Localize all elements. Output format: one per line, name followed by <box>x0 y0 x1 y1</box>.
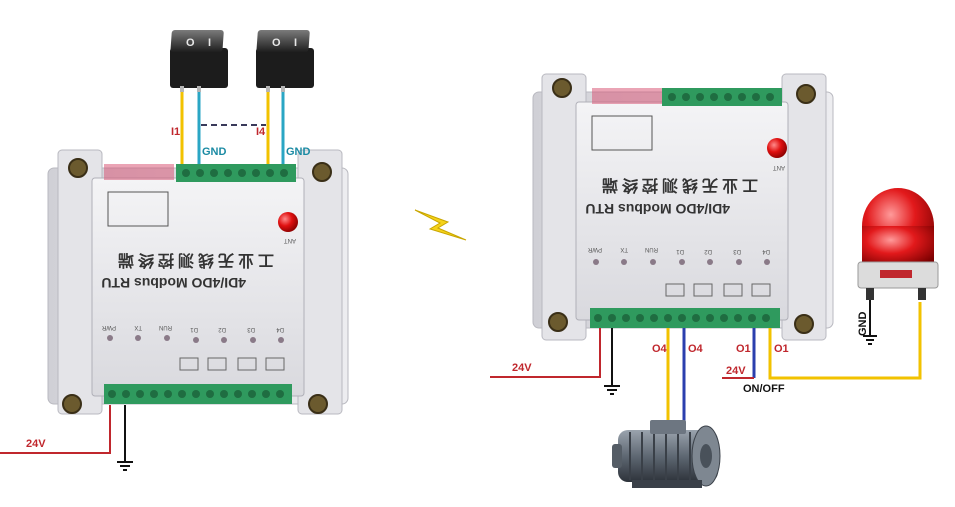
right-led-run: RUN <box>645 246 658 252</box>
left-board-title: 4DI/4DO Modbus RTU <box>101 275 246 291</box>
left-24v-wire <box>0 405 111 454</box>
right-led-d3: D3 <box>733 248 741 254</box>
beacon-gnd-label: GND <box>857 312 869 337</box>
right-board-title: 4DI/4DO Modbus RTU <box>585 201 730 217</box>
right-led-pwr: PWR <box>587 246 602 252</box>
right-led-d2: D2 <box>704 248 712 254</box>
wireless-link-icon <box>414 209 467 241</box>
right-enclosure: 4DI/4DO Modbus RTU 工业无线测控终端 ANT PWR TX R… <box>532 73 834 341</box>
o4-label-b: O4 <box>688 343 704 355</box>
o1-yellow-wire <box>768 302 922 380</box>
right-led-tx: TX <box>620 246 628 252</box>
beacon-ground-icon <box>863 335 877 345</box>
left-input-wires <box>180 88 285 170</box>
right-24v-wire <box>490 328 601 378</box>
on-off-label: ON/OFF <box>743 383 785 395</box>
left-ground-icon <box>117 461 133 471</box>
left-antenna <box>278 212 298 232</box>
left-module: O I O I <box>0 30 349 471</box>
right-led-d4: D4 <box>762 248 770 254</box>
left-dip-switch <box>104 164 174 180</box>
left-enclosure: 4DI/4DO Modbus RTU 工业无线测控终端 ANT PWR TX R… <box>47 149 349 415</box>
left-led-row <box>107 335 284 343</box>
i4-label: I4 <box>256 126 266 138</box>
right-ground-icon <box>604 385 620 395</box>
right-antenna-label: ANT <box>773 164 785 170</box>
right-led-row <box>593 259 770 265</box>
left-antenna-label: ANT <box>284 237 296 243</box>
o1-label-b: O1 <box>774 343 789 355</box>
gnd-label-1: GND <box>202 146 227 158</box>
o1-label-a: O1 <box>736 343 751 355</box>
o1-24v-label: 24V <box>726 365 746 377</box>
left-led-run: RUN <box>159 324 172 330</box>
right-top-terminal-block <box>662 88 782 106</box>
left-24v-label: 24V <box>26 438 46 450</box>
rocker-switch-1: O I <box>170 30 228 92</box>
right-board-subtitle: 工业无线测控终端 <box>598 176 758 195</box>
left-led-pwr: PWR <box>101 324 116 330</box>
left-led-d4: D4 <box>276 326 284 332</box>
right-24v-label: 24V <box>512 362 532 374</box>
switch-2-on-mark: I <box>294 37 297 49</box>
left-led-d2: D2 <box>218 326 226 332</box>
switch-2-off-mark: O <box>272 37 281 49</box>
left-top-terminal-block <box>176 164 296 182</box>
right-dip-switch <box>592 88 662 104</box>
o4-label-a: O4 <box>652 343 668 355</box>
right-led-d1: D1 <box>676 248 684 254</box>
warning-beacon <box>857 188 939 300</box>
gnd-label-2: GND <box>286 146 311 158</box>
left-led-d1: D1 <box>190 326 198 332</box>
switch-1-off-mark: O <box>186 37 195 49</box>
switch-1-on-mark: I <box>208 37 211 49</box>
i1-label: I1 <box>171 126 180 138</box>
right-antenna <box>767 138 787 158</box>
rocker-switch-2: O I <box>256 30 314 92</box>
left-led-tx: TX <box>134 324 142 330</box>
left-led-d3: D3 <box>247 326 255 332</box>
right-module: 4DI/4DO Modbus RTU 工业无线测控终端 ANT PWR TX R… <box>490 73 939 488</box>
motor-icon <box>612 420 721 488</box>
left-board-subtitle: 工业无线测控终端 <box>114 251 274 270</box>
